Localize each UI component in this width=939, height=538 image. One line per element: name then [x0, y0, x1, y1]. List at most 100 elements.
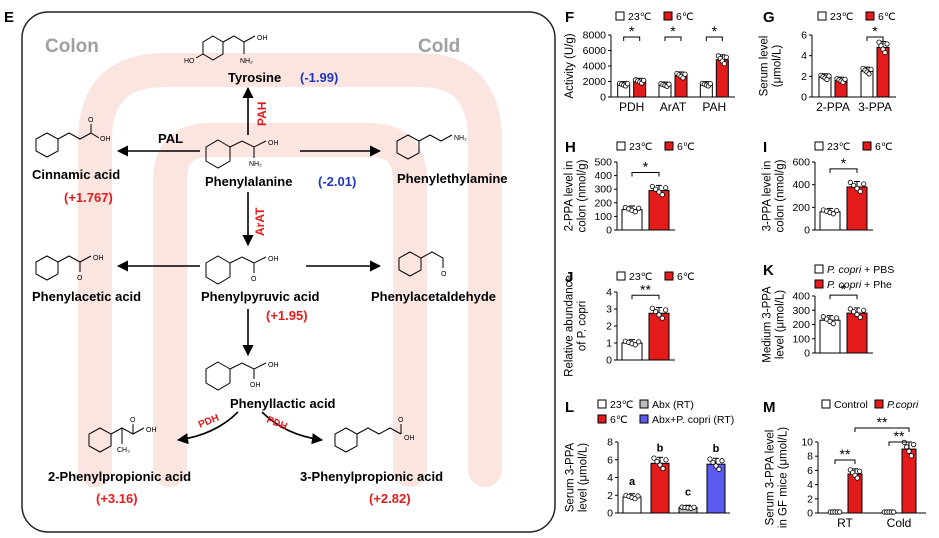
data-point [834, 207, 840, 214]
y-tick-label: 200 [594, 197, 612, 209]
region-colon: Colon [45, 36, 99, 57]
legend-a-label: P. copri + PBS [827, 264, 894, 276]
data-point [911, 442, 917, 448]
data-point [641, 77, 647, 84]
y-tick-label: 0 [804, 225, 810, 237]
y-tick-label: 2 [807, 493, 813, 505]
significance-bracket [705, 36, 723, 41]
y-axis-label-line: Activity (U/g) [564, 33, 576, 98]
y-tick-label: 200 [792, 202, 810, 214]
ppa2-change: (+3.16) [96, 491, 138, 506]
x-tick-label: 2-PPA [816, 100, 850, 114]
atom-oh-phe: OH [268, 140, 279, 147]
panel-letter: L [565, 399, 574, 416]
y-tick-label: 10 [801, 437, 813, 449]
data-point [636, 339, 642, 345]
phenylpyruvic-structure [205, 255, 267, 285]
legend-a-swatch [814, 264, 824, 274]
data-point [723, 54, 729, 60]
y-tick-label: 6 [607, 454, 613, 466]
panel-letter: J [565, 269, 573, 286]
phenyllactic-label: Phenyllactic acid [230, 396, 336, 411]
data-point [847, 179, 853, 186]
legend-abx-pcopri-label: Abx+P. copri (RT) [652, 414, 734, 426]
significance-mark: * [712, 23, 718, 39]
data-point [625, 81, 631, 87]
data-point [834, 315, 840, 321]
enzyme-arat: ArAT [253, 207, 267, 236]
data-point [713, 463, 719, 469]
data-point [682, 71, 688, 77]
atom-ch3: CH₃ [117, 447, 130, 454]
y-tick-label: 300 [792, 305, 810, 317]
legend-a-swatch [616, 141, 626, 151]
y-tick-label: 8000 [583, 30, 607, 42]
legend-23c-swatch [615, 11, 625, 21]
data-point [656, 189, 662, 195]
y-tick-label: 300 [594, 184, 612, 196]
data-point [861, 307, 867, 313]
data-point [837, 509, 843, 515]
y-tick-label: 0 [807, 508, 813, 520]
phenylethylamine-label: Phenylethylamine [397, 171, 508, 186]
phenylacetaldehyde-label: Phenylacetaldehyde [371, 289, 496, 304]
y-axis-label-line: level (μmol/L) [774, 290, 786, 359]
y-axis-label-line: colon (nmol/g) [774, 159, 786, 232]
bar-group-1 [650, 462, 670, 514]
legend-a-label: 23℃ [827, 141, 851, 153]
data-point [632, 342, 638, 348]
region-cold: Cold [418, 36, 460, 57]
legend-b-label-italic: P. copri [827, 279, 862, 291]
data-point [891, 509, 897, 515]
cinnamic-label: Cinnamic acid [32, 167, 120, 182]
pdh-arrow-left [176, 411, 239, 445]
phenylalanine-change: (-2.01) [318, 174, 356, 189]
data-point [656, 312, 662, 318]
data-point [854, 311, 860, 318]
legend-23c-swatch [597, 399, 607, 409]
y-tick-label: 8 [607, 437, 613, 449]
data-point [666, 81, 672, 87]
legend-abx-swatch [639, 399, 649, 409]
data-point [649, 305, 655, 311]
legend-b-label: 6℃ [875, 141, 893, 153]
y-tick-label: 6 [807, 465, 813, 477]
y-axis-label-line: (μmol/L) [771, 45, 783, 88]
bar-6c [876, 46, 890, 98]
y-axis-label-line: in GF mice (μmol/L) [777, 427, 789, 528]
data-point [908, 453, 914, 459]
panel-letter: K [763, 262, 774, 279]
bar-a [819, 319, 841, 354]
significance-bracket [888, 441, 910, 446]
y-axis-label: Serum 3-PPAlevel (μmol/L) [565, 442, 590, 512]
bar-group-3 [706, 463, 726, 514]
legend-pcopri-swatch [874, 399, 884, 409]
y-axis-label-line: colon (nmol/g) [576, 159, 588, 232]
legend-a-label: 23℃ [629, 141, 653, 153]
y-tick-label: 600 [792, 157, 810, 169]
atom-oh-ppa3: OH [404, 435, 415, 442]
x-tick-label: 3-PPA [858, 100, 892, 114]
legend-pcopri-label-italic: P.copri [887, 399, 919, 411]
panel-letter: H [565, 139, 576, 156]
x-tick-label: RT [837, 516, 853, 530]
x-tick-label: PAH [702, 100, 726, 114]
legend-b-swatch [814, 279, 824, 289]
y-tick-label: 400 [792, 179, 810, 191]
significance-mark: ** [840, 446, 851, 462]
data-point [710, 459, 716, 466]
panel-e: E Colon Cold HO NH₂ OH Tyrosine (-1.99) … [4, 9, 556, 533]
group-letter: c [685, 487, 691, 499]
y-axis-label-line: Relative abundance [564, 275, 576, 377]
y-axis-label: Serum 3-PPA levelin GF mice (μmol/L) [765, 427, 790, 528]
atom-oh-tyr: OH [257, 35, 268, 42]
atom-oh-cin: OH [100, 136, 111, 143]
y-axis-label: 2-PPA level incolon (nmol/g) [564, 159, 589, 232]
significance-mark: * [643, 159, 649, 175]
legend-b-label: 6℃ [677, 271, 695, 283]
y-tick-label: 0 [606, 355, 612, 367]
enzyme-pal: PAL [158, 131, 183, 146]
phenylacetic-structure [35, 255, 92, 281]
